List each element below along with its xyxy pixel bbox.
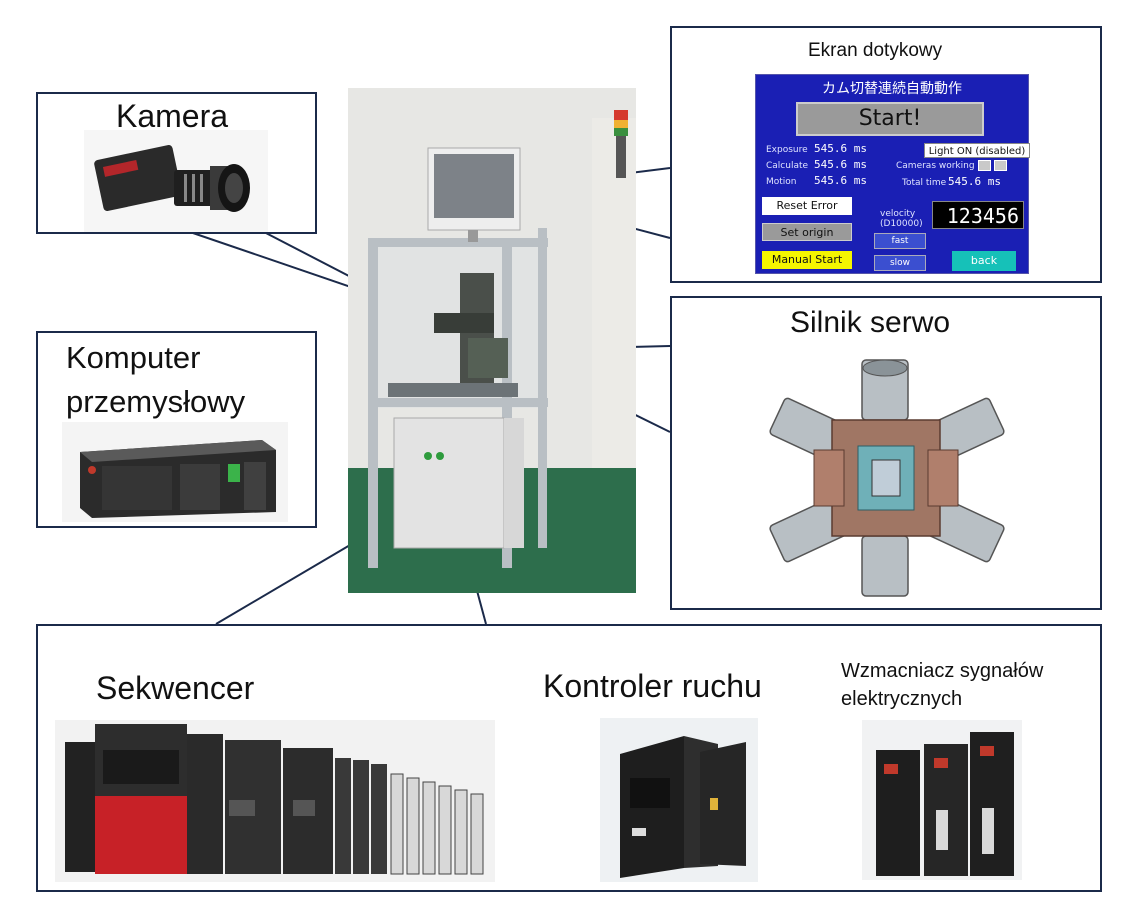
calculate-value: 545.6 ms (814, 158, 867, 171)
set-origin-button[interactable]: Set origin (762, 223, 852, 241)
sequencer-label: Sekwencer (96, 670, 255, 706)
cameras-working-label: Cameras working (896, 161, 975, 171)
camera-status-icon (978, 160, 991, 171)
motion-label: Motion (766, 177, 797, 187)
industrial-pc-label-2: przemysłowy (66, 384, 246, 419)
total-time-value: 545.6 ms (948, 175, 1001, 188)
industrial-pc-label: Komputer (66, 340, 201, 375)
servo-motor-label: Silnik serwo (790, 306, 951, 339)
camera-status-icon (994, 160, 1007, 171)
velocity-label: velocity (880, 209, 916, 219)
amplifier-label: Wzmacniacz sygnałów (841, 660, 1044, 682)
camera-image (84, 130, 268, 232)
sequencer-image (55, 720, 495, 882)
hmi-screen: カム切替連続自動動作 Start! Exposure 545.6 ms Calc… (755, 74, 1030, 274)
machine-photo (348, 88, 636, 593)
camera-label: Kamera (116, 98, 229, 134)
motion-controller-image (600, 718, 758, 882)
total-time-label: Total time (902, 178, 947, 188)
start-button[interactable]: Start! (796, 102, 984, 136)
velocity-counter: 123456 (932, 201, 1024, 229)
touchscreen-label: Ekran dotykowy (808, 40, 943, 61)
hmi-title: カム切替連続自動動作 (822, 81, 962, 97)
fast-button[interactable]: fast (874, 233, 926, 249)
reset-error-button[interactable]: Reset Error (762, 197, 852, 215)
light-button[interactable]: Light ON (disabled) (924, 143, 1030, 158)
exposure-label: Exposure (766, 145, 808, 155)
manual-start-button[interactable]: Manual Start (762, 251, 852, 269)
exposure-value: 545.6 ms (814, 142, 867, 155)
slow-button[interactable]: slow (874, 255, 926, 271)
amplifier-label-2: elektrycznych (841, 688, 963, 710)
back-button[interactable]: back (952, 251, 1016, 271)
servo-motor-image (754, 350, 1018, 606)
amplifier-image (862, 720, 1022, 880)
motion-value: 545.6 ms (814, 174, 867, 187)
velocity-register: (D10000) (880, 219, 923, 229)
motion-controller-label: Kontroler ruchu (543, 668, 762, 704)
calculate-label: Calculate (766, 161, 809, 171)
industrial-pc-image (62, 422, 288, 522)
